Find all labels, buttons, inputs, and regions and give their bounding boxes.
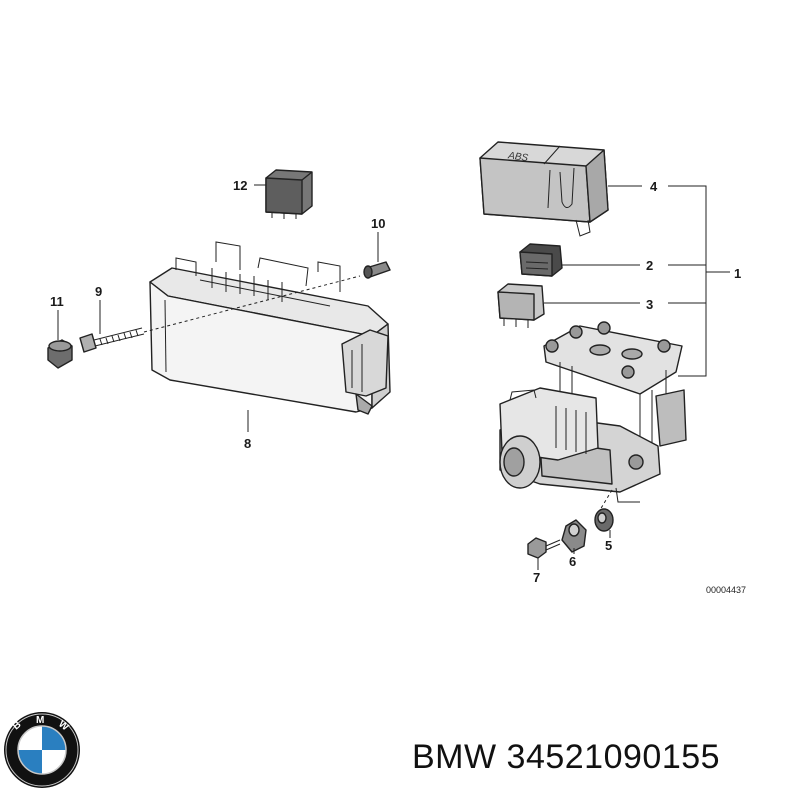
part-1-abs-hydraulic-unit [499, 321, 687, 511]
callout-10: 10 [371, 216, 385, 231]
figure-id: 00004437 [706, 585, 746, 595]
part-number: 34521090155 [506, 738, 721, 776]
brand-name: BMW [412, 738, 497, 776]
cover-lettering: ABS [506, 150, 529, 164]
part-8-housing [149, 241, 391, 415]
callout-2: 2 [646, 258, 653, 273]
part-11-cap [47, 339, 73, 369]
callout-5: 5 [605, 538, 612, 553]
part-10-bushing [363, 261, 391, 279]
callout-12: 12 [233, 178, 247, 193]
part-4-abs-cover: ABS [479, 141, 609, 237]
part-caption: BMW 34521090155 [412, 738, 720, 777]
part-6-grommet [561, 519, 587, 553]
svg-text:M: M [36, 715, 44, 726]
bmw-logo: B M W [4, 712, 80, 788]
callout-1: 1 [734, 266, 741, 281]
part-12-relay [265, 169, 313, 219]
callout-9: 9 [95, 284, 102, 299]
part-2-relay [519, 243, 563, 277]
part-3-relay [497, 283, 545, 328]
callout-6: 6 [569, 554, 576, 569]
part-9-screw [79, 275, 361, 353]
callout-3: 3 [646, 297, 653, 312]
part-5-grommet [594, 508, 614, 532]
part-7-bolt [527, 537, 561, 559]
callout-11: 11 [50, 294, 64, 309]
callout-7: 7 [533, 570, 540, 585]
callout-8: 8 [244, 436, 251, 451]
callout-4: 4 [650, 179, 658, 194]
